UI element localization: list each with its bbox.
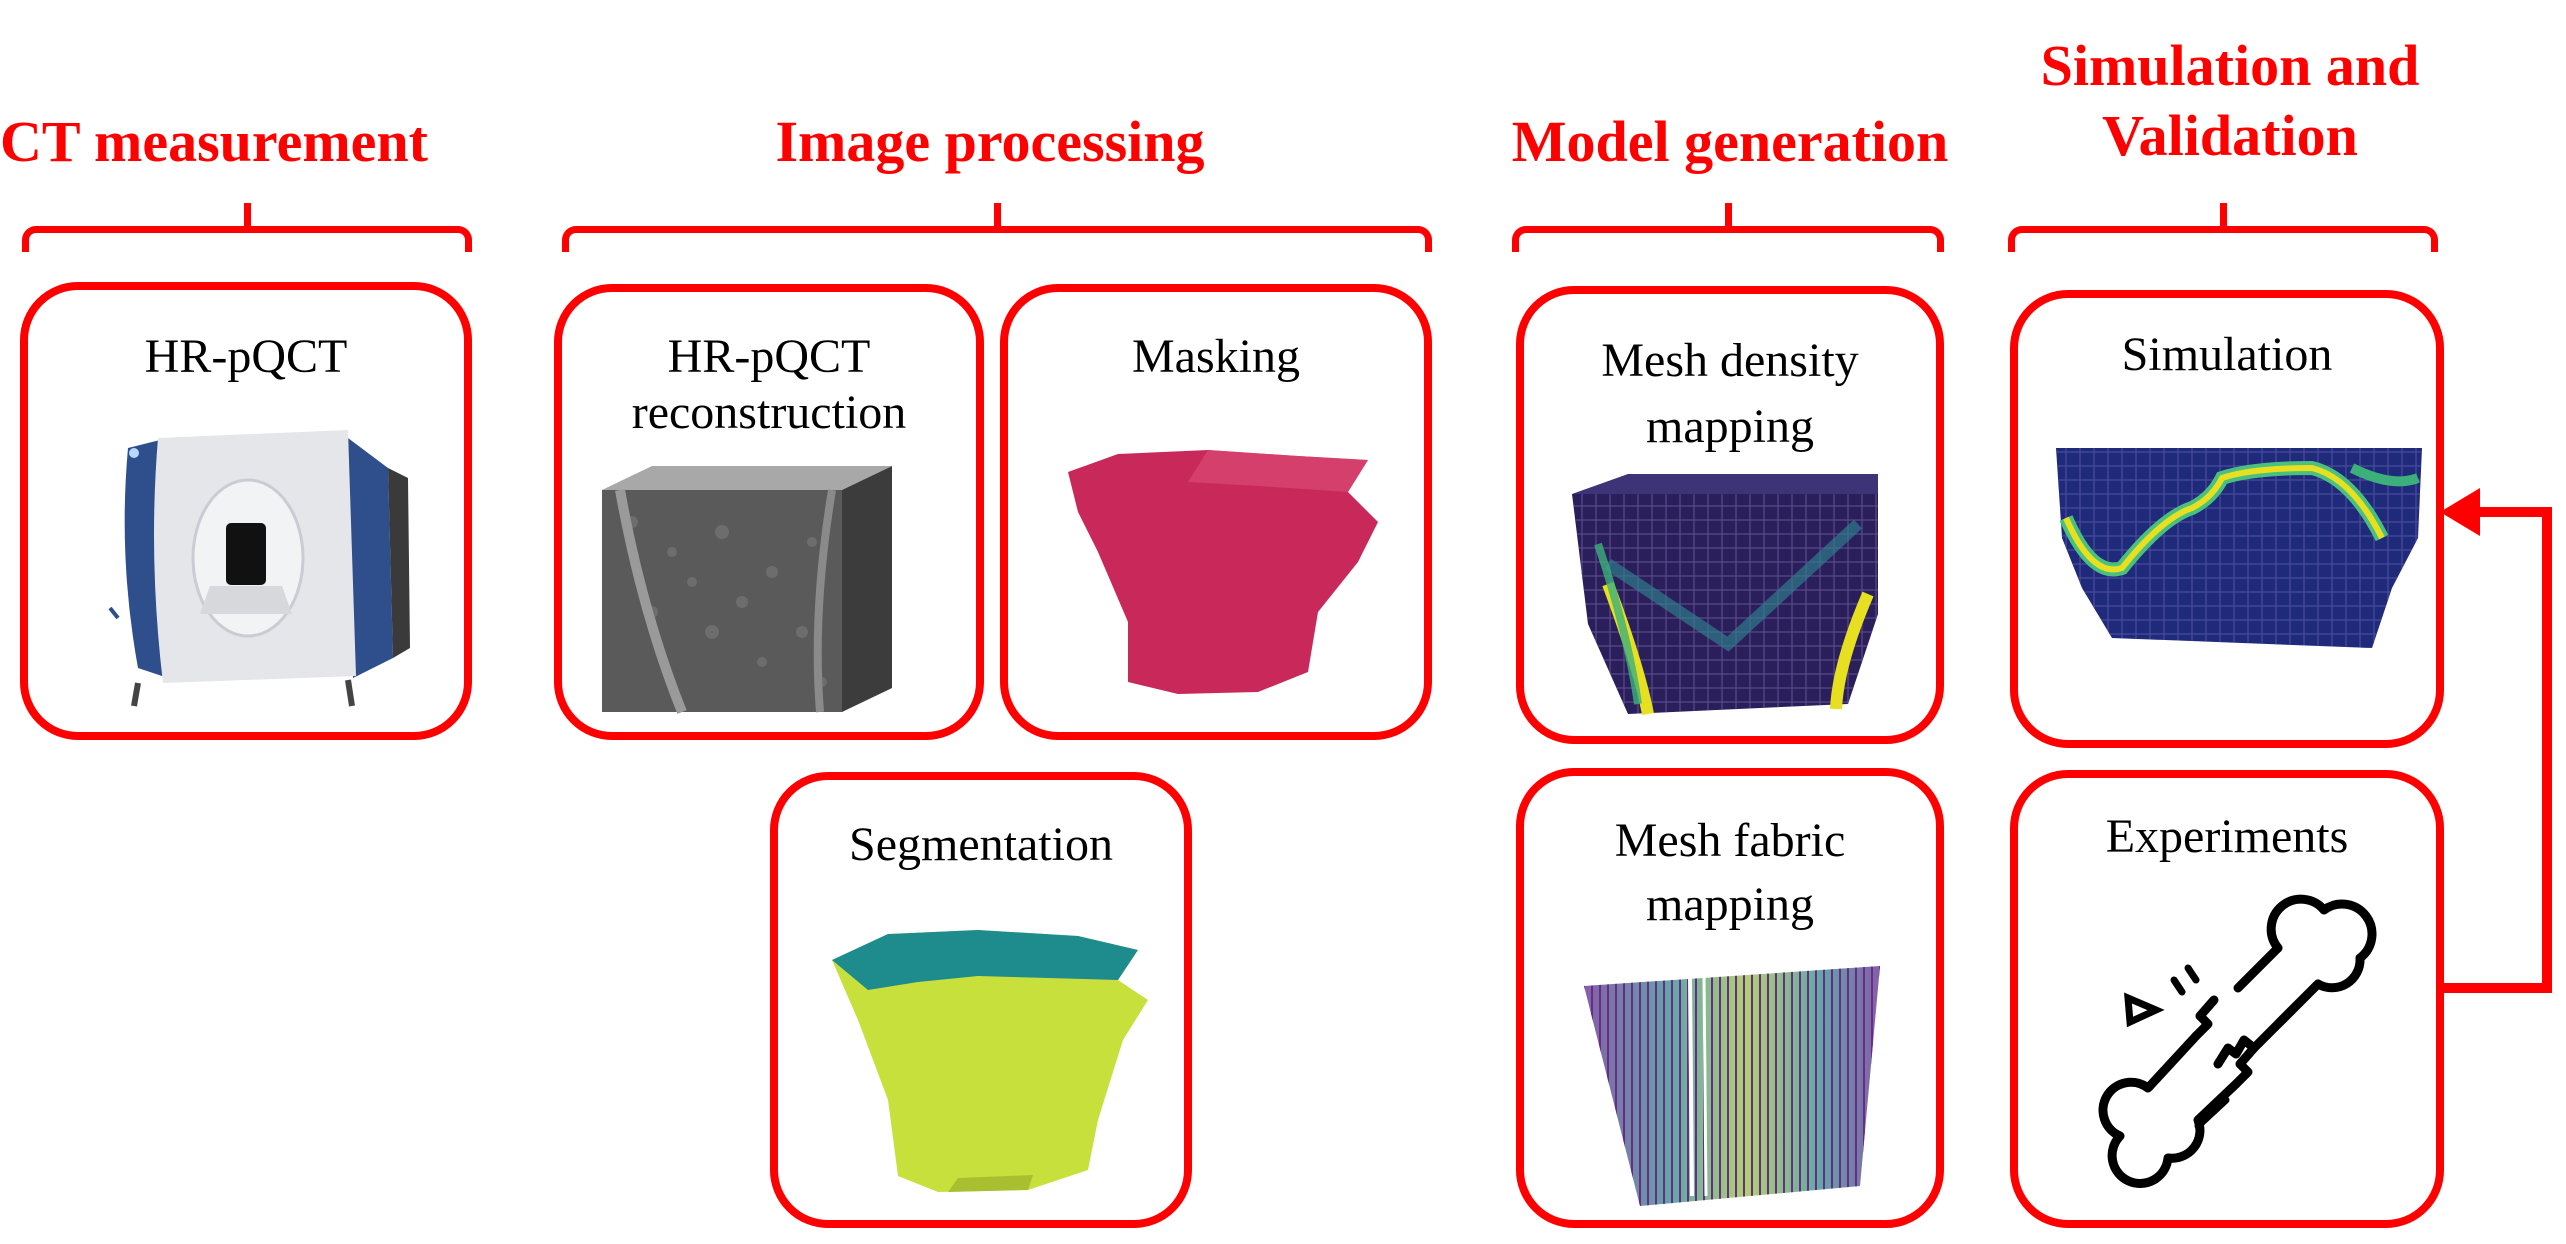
heading-image-processing: Image processing [775,109,1205,174]
fabric-mesh-image [1584,966,1880,1206]
label-recon-line2: reconstruction [631,386,907,439]
label-segmentation: Segmentation [849,818,1113,871]
box-simulation: Simulation [2010,290,2444,748]
label-experiments: Experiments [2105,810,2349,863]
label-recon-line1: HR-pQCT [667,330,871,383]
feedback-arrow-head [2440,488,2480,536]
feedback-arrow-horizontal-top [2474,507,2552,517]
feedback-arrow-vertical [2542,507,2552,993]
bracket-model [1512,203,1944,252]
label-simulation: Simulation [2121,328,2333,381]
bracket-ct [22,203,472,252]
label-fabric-line2: mapping [1646,878,1814,931]
box-masking: Masking [1000,284,1432,740]
bracket-simulation [2008,203,2438,252]
box-experiments: Experiments [2010,770,2444,1228]
box-hrpqct: HR-pQCT [20,282,472,740]
ct-scanner-image [108,430,410,707]
heading-ct-measurement: CT measurement [0,109,428,174]
feedback-arrow-horizontal-bottom [2444,983,2552,993]
density-mesh-image [1572,474,1878,716]
heading-model-generation: Model generation [1511,109,1949,174]
label-fabric-line1: Mesh fabric [1614,814,1846,867]
box-mesh-fabric: Mesh fabric mapping [1516,768,1944,1228]
segmentation-shape-image [832,930,1148,1192]
bone-cube-image [602,466,892,714]
simulation-mesh-image [2056,448,2422,648]
heading-simulation-line1: Simulation and [2040,33,2420,98]
box-segmentation: Segmentation [770,772,1192,1228]
label-hrpqct: HR-pQCT [144,330,348,383]
broken-bone-icon [2098,894,2377,1188]
box-reconstruction: HR-pQCT reconstruction [554,284,984,740]
mask-shape-image [1068,450,1378,694]
box-mesh-density: Mesh density mapping [1516,286,1944,744]
heading-simulation-line2: Validation [2102,103,2358,168]
label-density-line1: Mesh density [1601,334,1859,387]
label-masking: Masking [1132,330,1300,383]
bracket-image-processing [562,203,1432,252]
label-density-line2: mapping [1646,400,1814,453]
